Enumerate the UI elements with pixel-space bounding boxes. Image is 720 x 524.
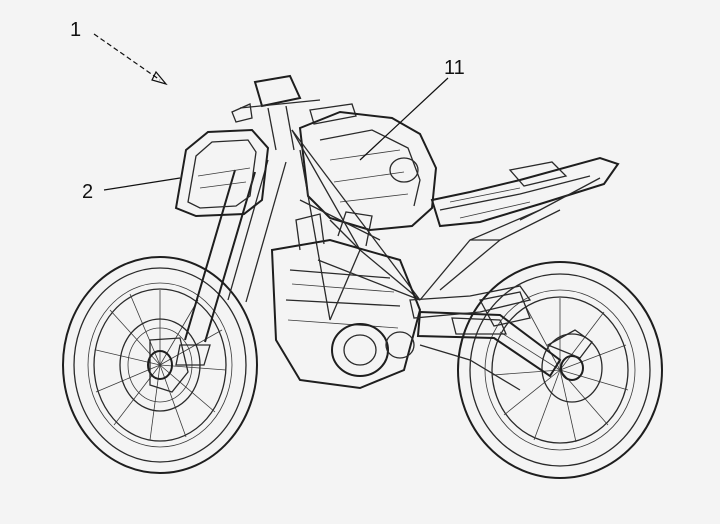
front-hub [147, 350, 173, 380]
trellis-frame [291, 129, 601, 321]
handlebar [231, 74, 357, 151]
fuel-tank [298, 110, 438, 232]
leader-2 [103, 177, 181, 191]
headlight-fairing [174, 128, 270, 218]
rear-shock [479, 291, 531, 327]
exhaust [409, 285, 532, 319]
leader-11 [359, 77, 449, 161]
leader-1 [93, 33, 161, 81]
swingarm [416, 291, 562, 391]
leader-1-arrowhead [151, 70, 168, 86]
front-wheel-spokes [95, 290, 227, 441]
engine [270, 211, 422, 390]
ref-label-fuel-tank: 11 [444, 57, 465, 79]
rear-hub [560, 355, 584, 381]
seat-and-tail [430, 156, 620, 228]
rear-wheel [457, 261, 663, 479]
front-wheel [62, 256, 258, 474]
ref-label-headlight-fairing: 2 [82, 181, 93, 203]
front-caliper [149, 337, 189, 393]
ref-label-motorcycle: 1 [70, 19, 81, 41]
front-fork [175, 159, 287, 366]
leader-lines [93, 33, 449, 191]
rear-caliper [546, 329, 593, 359]
rear-brake-disc [541, 333, 603, 403]
